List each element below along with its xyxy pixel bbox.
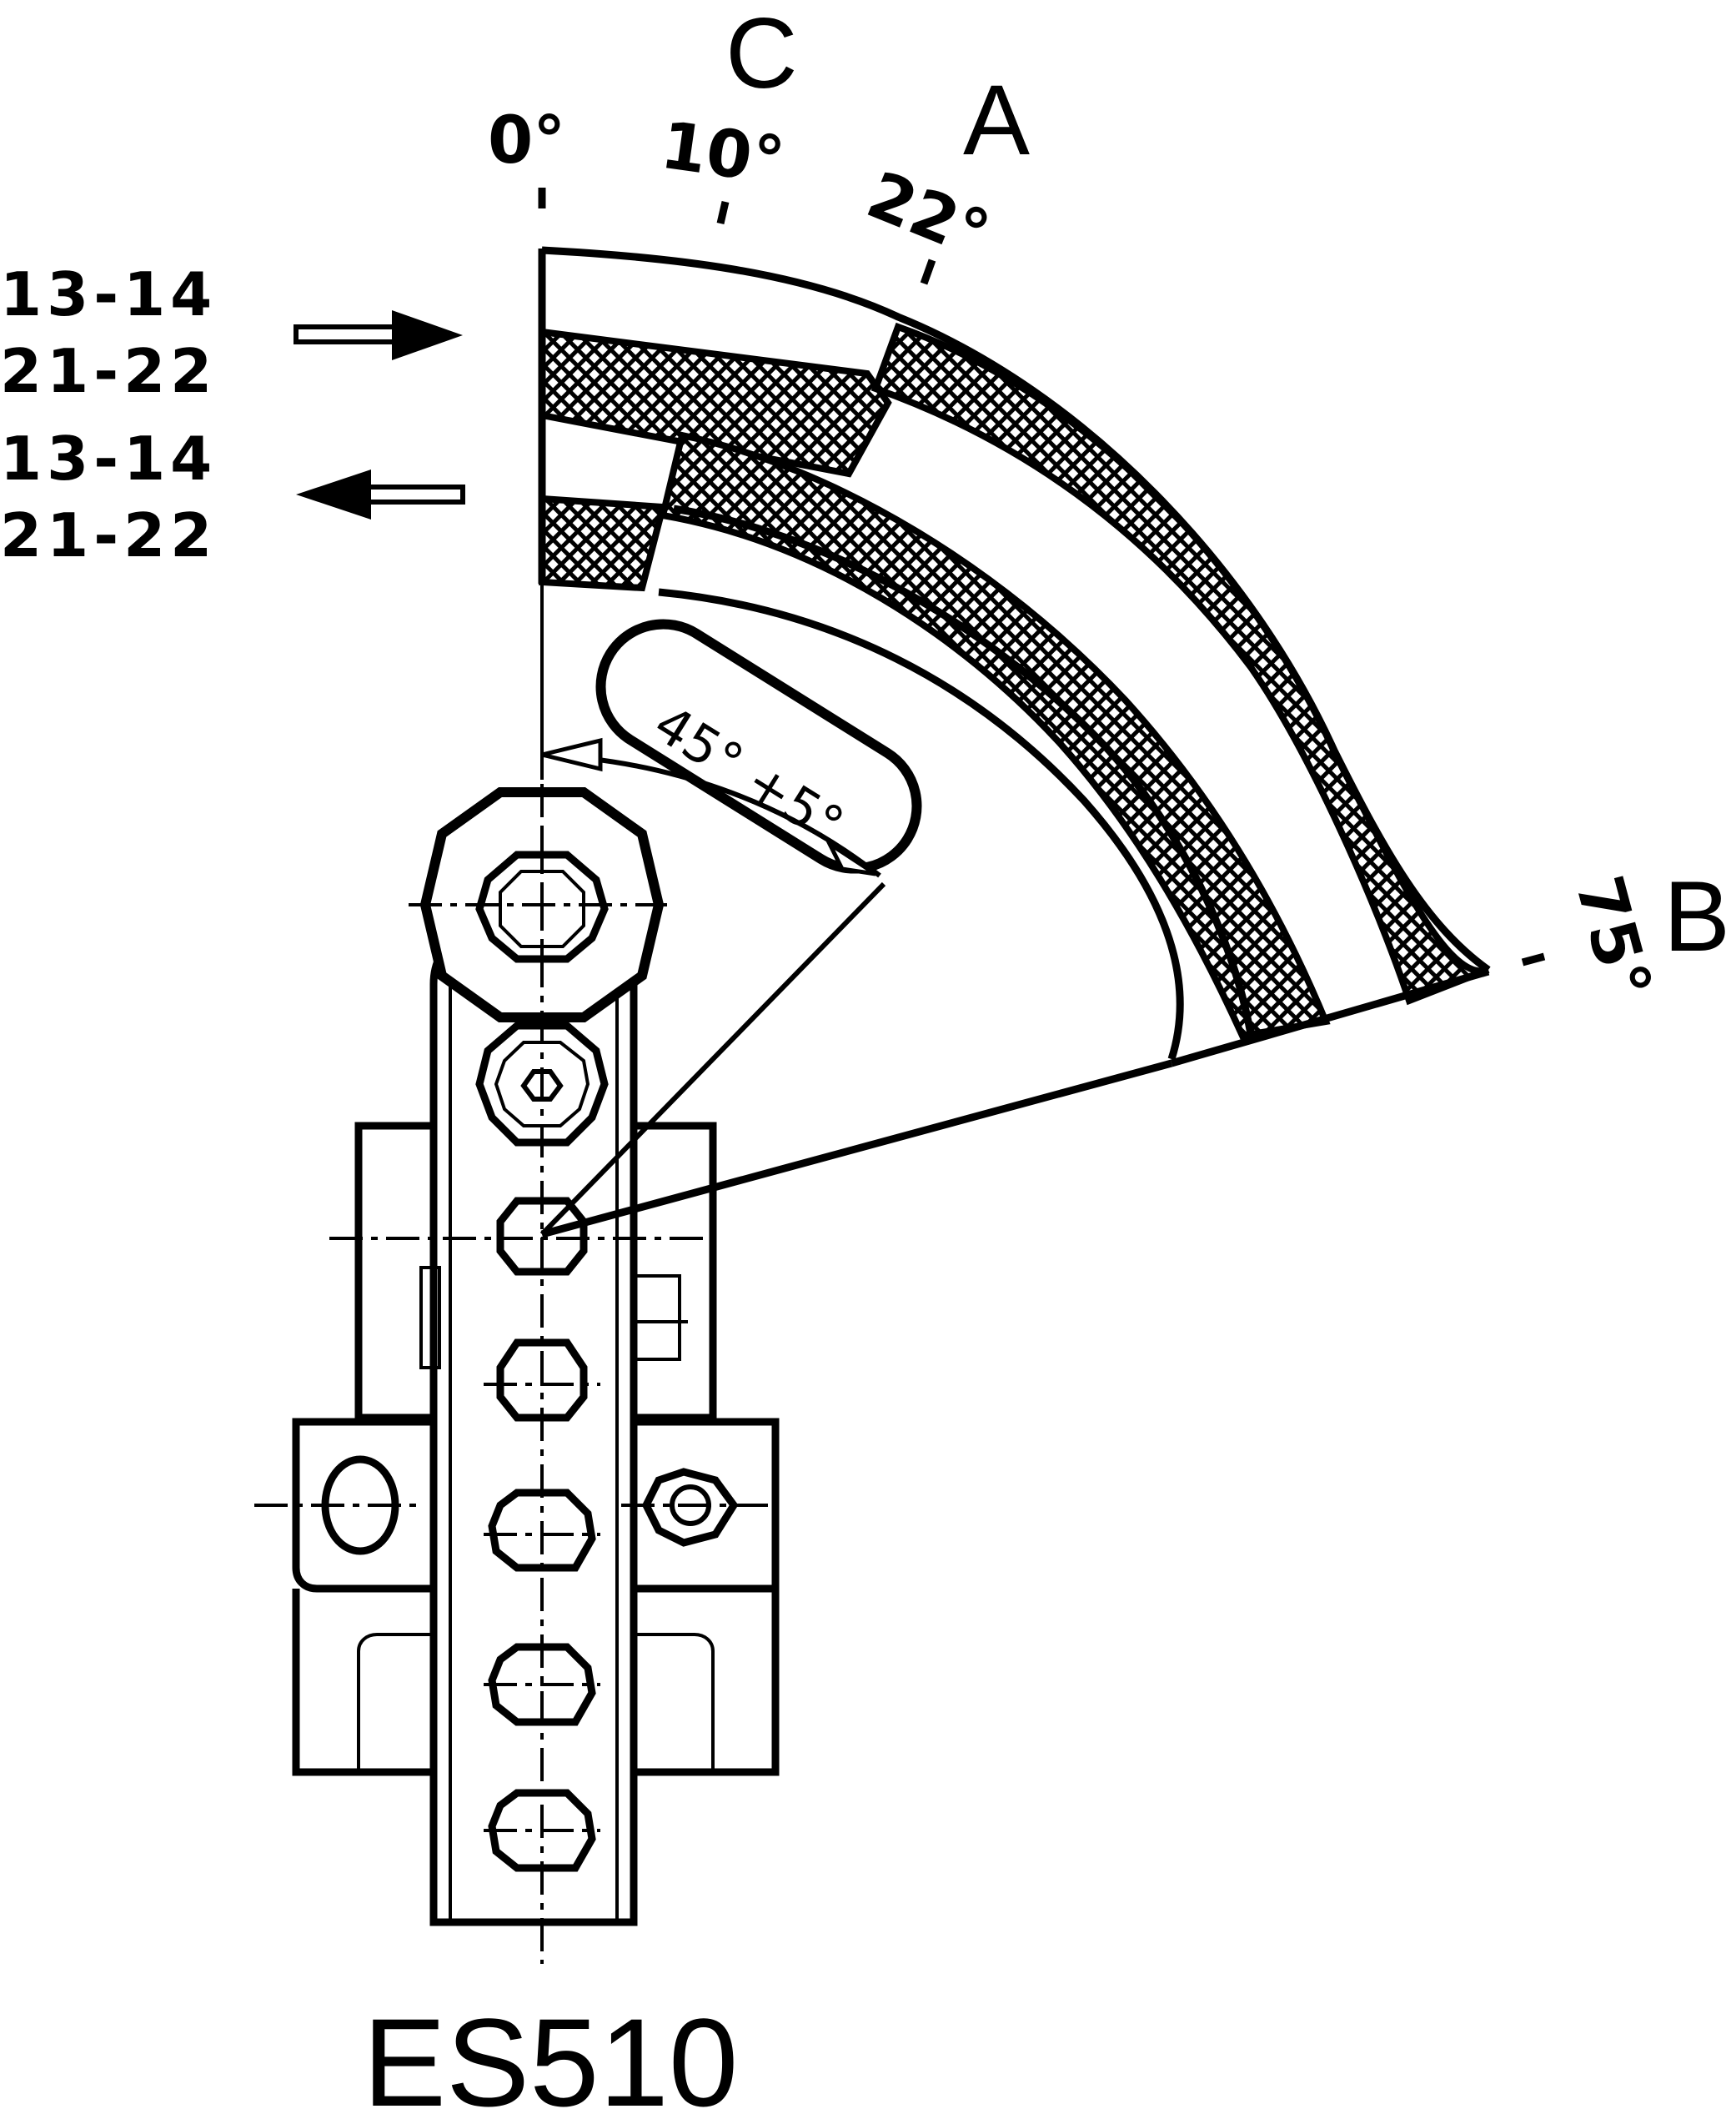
switch-body (254, 784, 780, 1964)
adjust-nut-inner-icon (494, 1041, 590, 1127)
travel-radius-line (539, 881, 886, 1237)
switching-sector (538, 246, 1491, 1238)
position-a-label: A (963, 64, 1030, 176)
position-b-label: B (1663, 861, 1730, 972)
adjust-nut-icon (475, 1022, 609, 1147)
travel-arrow-end-icon (824, 837, 877, 876)
angle-label-75: 75° (1561, 869, 1665, 1007)
sector-end-radius (1170, 967, 1490, 1067)
return-contact-1: 13-14 (0, 424, 217, 494)
travel-callout-frame (595, 619, 922, 874)
roller-inner-icon (499, 870, 585, 948)
lever-hole-3-icon (488, 1643, 596, 1726)
sector-mid-arc (673, 505, 1255, 1035)
return-arrow-icon (296, 469, 465, 520)
adjust-nut-hex-icon (520, 1069, 564, 1102)
return-contact-2: 21-22 (0, 500, 217, 570)
lever-hole-1-icon (496, 1338, 588, 1422)
sector-inner-arc (658, 588, 1184, 1061)
contact-legend: 13-14 21-22 13-14 21-22 (0, 259, 465, 570)
side-detail-left (419, 1266, 441, 1369)
lever-hole-2-icon (488, 1489, 596, 1572)
mount-nut-right (641, 1468, 739, 1547)
housing-lower-left (292, 1418, 438, 1593)
sector-outer-arc (541, 246, 1491, 973)
housing-base-right (634, 1589, 780, 1776)
angle-label-10: 10° (656, 108, 789, 200)
roller-hub-icon (475, 851, 609, 963)
side-detail-right (634, 1274, 681, 1361)
pivot-icon (496, 1197, 588, 1276)
tick-10 (716, 200, 730, 225)
forward-arrow-icon (294, 310, 463, 360)
lever-hole-4-icon (488, 1789, 596, 1872)
model-name: ES510 (363, 1992, 738, 2124)
sector-end-radius-lower (540, 1059, 1173, 1238)
forward-contact-1: 13-14 (0, 259, 217, 329)
housing-upper-right (630, 1122, 717, 1422)
tick-22 (920, 259, 936, 285)
return-band-closed-upper (539, 495, 668, 592)
housing-base-left (292, 1589, 434, 1776)
forward-contact-2: 21-22 (0, 336, 217, 406)
tick-75 (1521, 952, 1546, 967)
angle-label-0: 0° (488, 103, 565, 178)
position-c-label: C (725, 0, 798, 109)
housing-slot-left (357, 1633, 434, 1772)
travel-arrow-start-icon (541, 737, 603, 772)
housing-slot-right (634, 1633, 715, 1772)
